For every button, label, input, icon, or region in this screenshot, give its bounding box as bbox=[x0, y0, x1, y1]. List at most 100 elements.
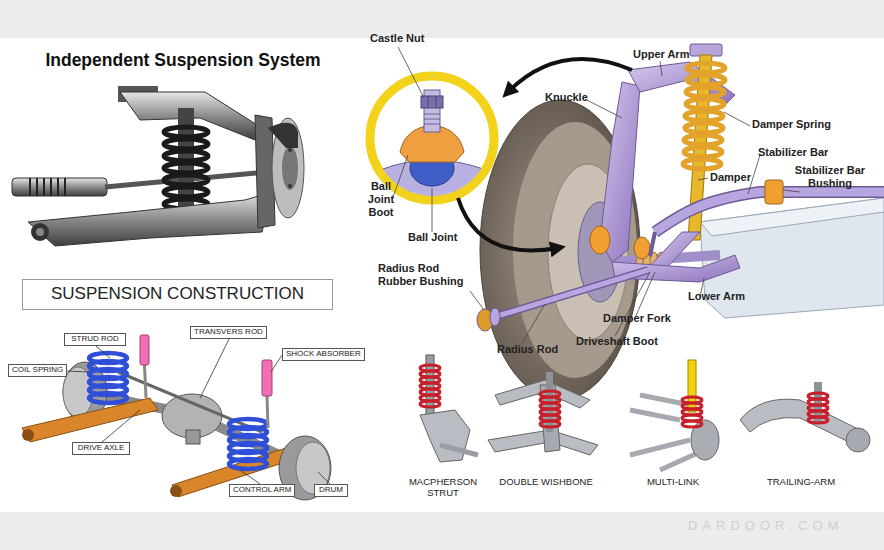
wheel-assembly bbox=[687, 75, 725, 85]
suspension-types bbox=[540, 391, 560, 427]
ball-joint-inset bbox=[380, 90, 486, 200]
suspension-photo bbox=[164, 187, 208, 197]
wheel-assembly bbox=[765, 180, 783, 204]
part-label: Stabilizer Bar Bushing bbox=[792, 164, 868, 190]
suspension-types bbox=[846, 428, 870, 452]
construction-drawing bbox=[145, 365, 147, 398]
suspension-photo bbox=[12, 86, 304, 246]
wheel-assembly bbox=[615, 272, 650, 336]
node-text: CONTROL ARM bbox=[233, 486, 291, 495]
suspension-types bbox=[540, 421, 560, 427]
suspension-photo bbox=[36, 228, 44, 236]
diagram-title: Independent Suspension System bbox=[20, 50, 346, 71]
part-label-box: TRANSVERS ROD bbox=[190, 326, 267, 339]
construction-drawing bbox=[200, 339, 229, 398]
watermark: DARDOOR.COM bbox=[688, 518, 843, 533]
construction-drawing bbox=[267, 396, 268, 428]
wheel-assembly bbox=[490, 308, 500, 326]
suspension-photo bbox=[30, 178, 65, 196]
node-text: SHOCK ABSORBER bbox=[286, 350, 361, 359]
section-heading-box: SUSPENSION CONSTRUCTION bbox=[22, 279, 333, 310]
wheel-assembly bbox=[650, 232, 655, 256]
part-label: Driveshaft Boot bbox=[576, 335, 658, 348]
part-label: Ball Joint Boot bbox=[360, 180, 402, 219]
pointer-arrow bbox=[458, 59, 632, 250]
suspension-types bbox=[740, 399, 860, 445]
construction-drawing bbox=[170, 485, 182, 497]
wheel-assembly bbox=[686, 99, 724, 109]
part-label: Knuckle bbox=[545, 91, 588, 104]
part-label: Damper Fork bbox=[603, 312, 671, 325]
wheel-assembly bbox=[590, 226, 610, 254]
wheel-assembly bbox=[470, 291, 484, 310]
suspension-photo bbox=[28, 192, 272, 246]
wheel-assembly bbox=[683, 159, 721, 169]
pointer-arrow bbox=[458, 198, 558, 251]
wheel-assembly bbox=[470, 61, 800, 343]
pointer-arrow bbox=[508, 59, 632, 92]
construction-drawing bbox=[229, 459, 267, 469]
part-label-box: DRIVE AXLE bbox=[72, 442, 130, 455]
suspension-types bbox=[440, 445, 478, 455]
type-caption: DOUBLE WISHBONE bbox=[490, 476, 602, 487]
suspension-photo bbox=[164, 151, 208, 161]
construction-drawing bbox=[89, 393, 127, 403]
suspension-types bbox=[420, 355, 870, 470]
ball-joint-inset bbox=[428, 96, 436, 108]
wheel-assembly bbox=[698, 178, 708, 180]
part-label-box: COIL SPRING bbox=[8, 364, 67, 377]
part-label-box: DRUM bbox=[314, 484, 348, 497]
wheel-assembly bbox=[585, 99, 622, 118]
wheel-assembly bbox=[635, 272, 655, 318]
node-text: SUSPENSION CONSTRUCTION bbox=[51, 285, 304, 304]
wheel-assembly bbox=[683, 63, 725, 169]
part-label: Castle Nut bbox=[370, 32, 424, 45]
wheel-assembly bbox=[687, 63, 725, 73]
part-label: Radius Rod Rubber Bushing bbox=[378, 262, 476, 288]
suspension-photo bbox=[164, 127, 208, 209]
construction-drawing bbox=[318, 472, 330, 484]
wheel-assembly bbox=[783, 190, 800, 192]
wheel-assembly bbox=[686, 87, 724, 97]
suspension-types bbox=[420, 365, 440, 407]
part-label: Damper bbox=[710, 171, 751, 184]
construction-drawing bbox=[262, 360, 272, 396]
construction-drawing bbox=[96, 346, 110, 358]
type-caption: MACPHERSON STRUT bbox=[406, 476, 480, 498]
node-text: DRUM bbox=[319, 486, 343, 495]
suspension-types bbox=[488, 430, 598, 455]
suspension-types bbox=[808, 417, 828, 423]
part-label: Ball Joint bbox=[408, 231, 458, 244]
node-text: TRANSVERS ROD bbox=[194, 328, 263, 337]
wheel-assembly bbox=[634, 237, 650, 259]
part-label-box: STRUD ROD bbox=[64, 333, 126, 346]
suspension-types bbox=[682, 421, 702, 427]
suspension-photo bbox=[288, 184, 292, 188]
suspension-photo bbox=[164, 139, 208, 149]
ball-joint-inset bbox=[424, 114, 440, 124]
part-label: Radius Rod bbox=[497, 343, 558, 356]
construction-drawing bbox=[66, 371, 89, 372]
part-label: Damper Spring bbox=[752, 118, 831, 131]
suspension-types bbox=[682, 397, 702, 427]
suspension-types bbox=[420, 410, 470, 462]
node-text: STRUD ROD bbox=[71, 335, 119, 344]
construction-drawing bbox=[240, 470, 260, 484]
suspension-photo bbox=[282, 146, 298, 190]
part-label: Lower Arm bbox=[688, 290, 745, 303]
suspension-photo bbox=[31, 223, 49, 241]
part-label: Stabilizer Bar bbox=[758, 146, 828, 159]
wheel-assembly bbox=[522, 304, 545, 343]
suspension-types bbox=[420, 401, 440, 407]
construction-drawing bbox=[22, 398, 158, 442]
construction-drawing bbox=[140, 335, 149, 365]
construction-drawing bbox=[118, 372, 262, 432]
suspension-photo bbox=[268, 123, 298, 148]
ball-joint-inset bbox=[398, 47, 424, 98]
construction-drawing bbox=[186, 430, 200, 444]
wheel-assembly bbox=[685, 123, 723, 133]
suspension-types bbox=[808, 393, 828, 423]
